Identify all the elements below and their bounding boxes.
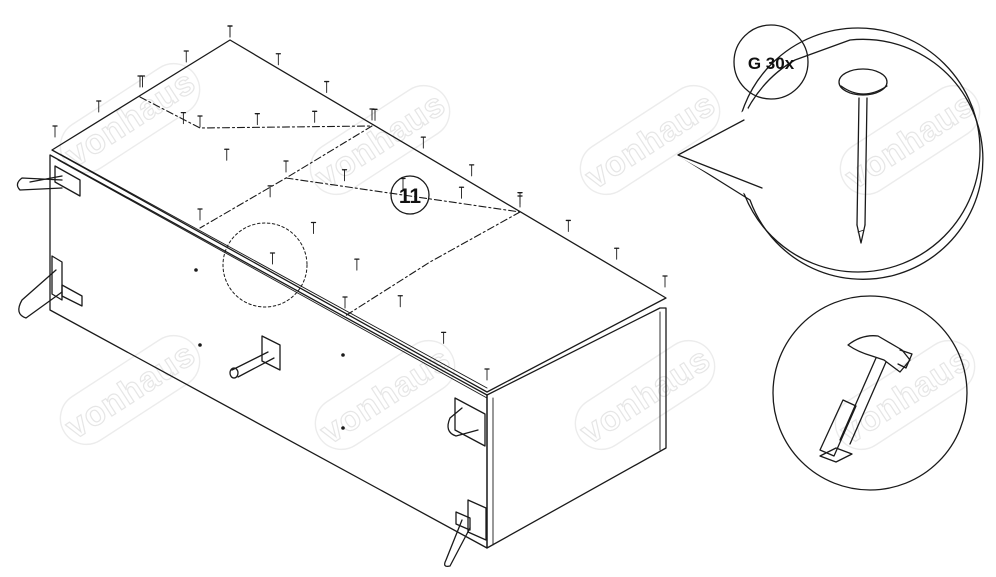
center-leg (229, 335, 281, 379)
screw-hole (341, 353, 345, 357)
screw-hole (198, 343, 202, 347)
back-panel-edge (59, 153, 488, 389)
hammer-icon (819, 335, 913, 463)
step-number-badge: 11 (390, 175, 430, 215)
screw-hole (194, 268, 198, 272)
nail-icon (838, 68, 888, 244)
divider-line-1 (139, 96, 373, 129)
tool-callout (772, 295, 968, 491)
cabinet-end-panel (486, 307, 667, 549)
nail-callout: G 30x (676, 24, 984, 280)
divider-line-4 (344, 211, 521, 317)
cabinet-body: 11 (16, 25, 668, 568)
nail-markers (52, 25, 668, 381)
hairpin-leg-top-left (16, 165, 81, 197)
part-code-label: G 30x (748, 54, 795, 73)
step-number: 11 (399, 185, 422, 208)
divider-line-3 (285, 177, 521, 213)
hairpin-leg-right-upper (447, 397, 486, 447)
watermark-layer: vonhaus vonhaus vonhaus vonhaus vonhaus … (58, 62, 983, 452)
back-panel (51, 39, 667, 393)
hairpin-leg-right-lower (444, 499, 487, 568)
front-edge-line (57, 159, 488, 399)
hairpin-leg-mid-left (18, 255, 83, 319)
screw-hole (341, 426, 345, 430)
detail-highlight-circle (222, 222, 308, 308)
